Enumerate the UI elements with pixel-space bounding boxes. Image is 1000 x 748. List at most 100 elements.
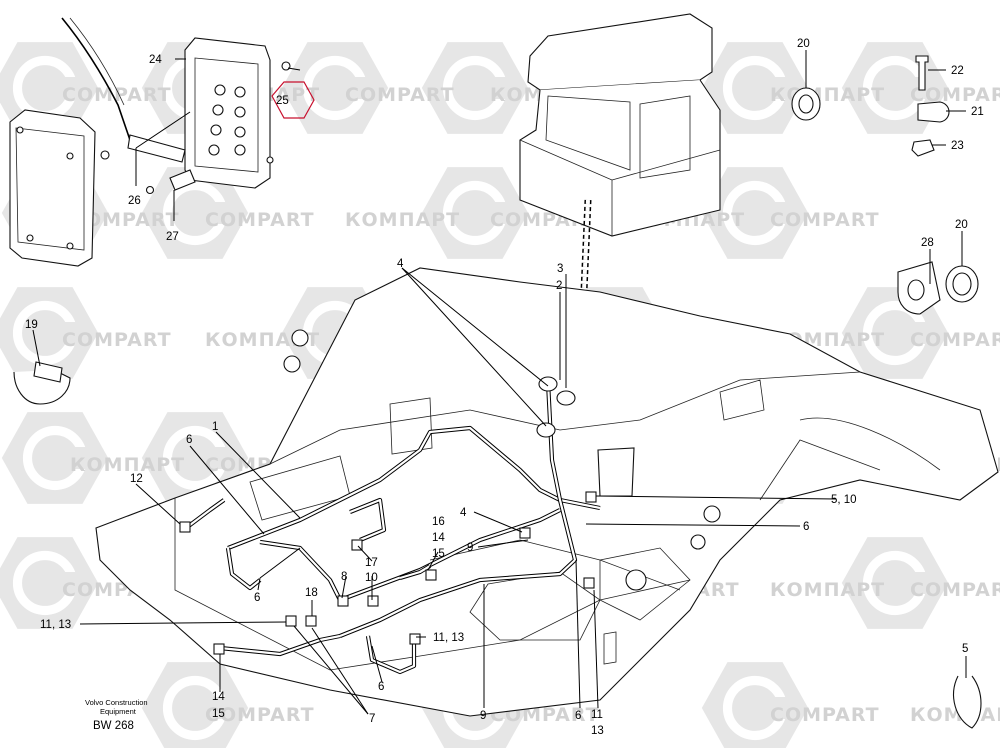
cab-roof xyxy=(527,13,713,91)
grommet-hole xyxy=(798,94,814,114)
cab-edge xyxy=(611,149,721,181)
washer xyxy=(281,61,291,71)
rear-frame-link xyxy=(759,439,881,501)
cover-plate xyxy=(9,109,96,267)
watermark-text: COMPART xyxy=(70,209,180,231)
watermark-text: COMPART xyxy=(910,84,1000,106)
leader-lines xyxy=(32,50,967,715)
callout-11-13: 11, 13 xyxy=(433,632,464,644)
callout-21: 21 xyxy=(971,106,984,118)
screw-hole xyxy=(66,152,74,160)
callout-labels: 24 25 26 27 20 22 21 23 28 20 19 3 2 4 1… xyxy=(25,38,984,737)
washer xyxy=(266,156,274,164)
callout-11-13: 11, 13 xyxy=(40,619,71,631)
callout-6: 6 xyxy=(575,710,581,722)
caption-equipment: Equipment xyxy=(100,707,137,716)
cable-tie xyxy=(953,675,982,729)
hitch-plate xyxy=(719,379,765,421)
lamp xyxy=(291,329,309,347)
cab-window xyxy=(545,95,631,171)
frame-upper-edge xyxy=(269,371,861,465)
filler-cap xyxy=(625,569,647,591)
lamp xyxy=(690,534,706,550)
callout-10: 10 xyxy=(365,572,378,584)
clip-tab xyxy=(33,361,63,383)
battery-box xyxy=(597,447,635,497)
tank-cover xyxy=(599,547,691,621)
handle xyxy=(603,631,617,665)
callout-16: 16 xyxy=(432,516,445,528)
callout-6: 6 xyxy=(254,592,260,604)
watermark-text: COMPART xyxy=(205,209,315,231)
callout-1: 1 xyxy=(212,421,218,433)
nut xyxy=(100,150,110,160)
callout-17: 17 xyxy=(365,557,378,569)
callout-11: 11 xyxy=(591,709,603,721)
callout-24: 24 xyxy=(149,54,162,66)
watermark-text: COMPART xyxy=(62,329,172,351)
callout-20: 20 xyxy=(955,219,968,231)
rear-frame-arm xyxy=(799,417,941,471)
callout-8: 8 xyxy=(341,571,347,583)
wiring-harness xyxy=(184,381,601,675)
caption-company: Volvo Construction xyxy=(85,698,148,707)
caption-block: Volvo Construction Equipment BW 268 xyxy=(85,698,148,732)
watermark-text: COMPART xyxy=(345,84,455,106)
callout-28: 28 xyxy=(921,237,934,249)
callout-3: 3 xyxy=(557,263,563,275)
callout-27: 27 xyxy=(166,231,179,243)
lamp xyxy=(703,505,721,523)
watermark-text: COMPART xyxy=(205,704,315,726)
cover-plate-face xyxy=(15,127,85,251)
callout-18: 18 xyxy=(305,587,318,599)
washer xyxy=(145,185,155,195)
callout-4: 4 xyxy=(460,507,467,519)
callout-9: 9 xyxy=(467,542,473,554)
relay-box xyxy=(184,37,271,189)
callout-4: 4 xyxy=(397,258,404,270)
callout-23: 23 xyxy=(951,140,964,152)
watermark-text: COMPART xyxy=(62,84,172,106)
cable-edge xyxy=(69,17,125,106)
watermark-text: COMPART xyxy=(910,579,1000,601)
highlight-hexagon xyxy=(271,81,315,119)
cab xyxy=(519,13,721,237)
callout-22: 22 xyxy=(951,65,964,77)
callout-14: 14 xyxy=(432,532,445,544)
callout-15: 15 xyxy=(432,548,445,560)
relay-terminals xyxy=(208,84,246,156)
callout-6: 6 xyxy=(378,681,384,693)
callout-6: 6 xyxy=(186,434,192,446)
watermark-text: COMPART xyxy=(770,704,880,726)
watermark-text: COMPART xyxy=(910,329,1000,351)
callout-13: 13 xyxy=(591,725,604,737)
callout-5: 5 xyxy=(962,643,968,655)
callout-5-10: 5, 10 xyxy=(831,494,857,506)
grommet-hole xyxy=(952,272,972,296)
callout-20: 20 xyxy=(797,38,810,50)
electrical-box-assembly xyxy=(9,17,291,267)
screw-hole xyxy=(26,234,34,242)
callout-25: 25 xyxy=(276,95,289,107)
bracket-plate xyxy=(389,397,433,455)
callout-19: 19 xyxy=(25,319,38,331)
watermark-text: КОМПАРТ xyxy=(205,329,320,351)
callout-12: 12 xyxy=(130,473,143,485)
callout-2: 2 xyxy=(556,280,562,292)
watermark-text: КОМПАРТ xyxy=(70,454,185,476)
connector xyxy=(169,169,196,191)
watermark-text: COMPART xyxy=(770,209,880,231)
callout-6: 6 xyxy=(803,521,809,533)
callout-9: 9 xyxy=(480,710,486,722)
watermark-text: КОМПАРТ xyxy=(345,209,460,231)
cable xyxy=(61,17,131,141)
watermark-text: КОМПАРТ xyxy=(770,84,885,106)
callout-7: 7 xyxy=(369,713,375,725)
relay-box-inner xyxy=(194,57,259,173)
callout-14: 14 xyxy=(212,691,225,703)
harness-connectors xyxy=(179,376,597,655)
cab-body xyxy=(519,79,721,237)
callout-26: 26 xyxy=(128,195,141,207)
screw-hole xyxy=(16,126,24,134)
